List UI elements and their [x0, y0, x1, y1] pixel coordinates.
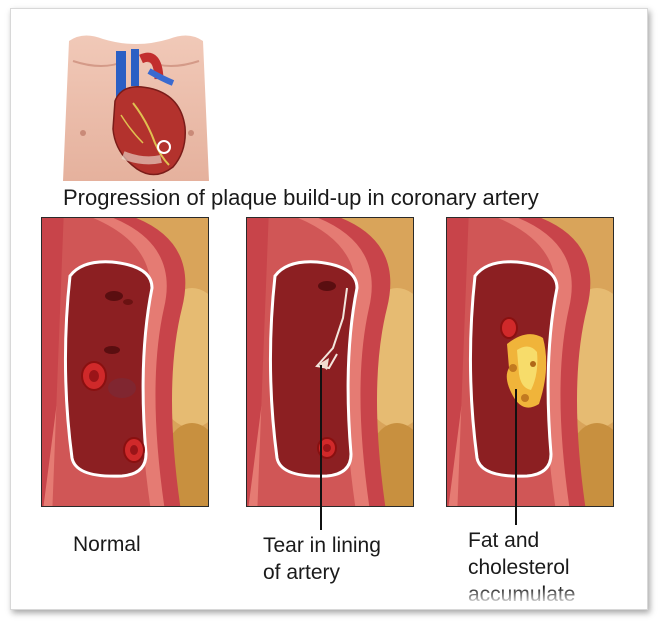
label-plaque-line-2: cholesterol	[468, 554, 575, 581]
panel-plaque	[446, 217, 614, 507]
label-normal: Normal	[73, 531, 141, 558]
label-tear-line-2: of artery	[263, 559, 381, 586]
label-tear-line-1: Tear in lining	[263, 532, 381, 559]
panel-tear	[246, 217, 414, 507]
label-plaque-line-1: Fat and	[468, 527, 575, 554]
tear-pointer-line	[320, 365, 322, 530]
bottom-fade	[11, 587, 647, 609]
plaque-pointer-line	[515, 389, 517, 525]
label-tear: Tear in lining of artery	[263, 532, 381, 586]
heart-illustration	[63, 31, 209, 181]
figure-frame: Progression of plaque build-up in corona…	[10, 8, 648, 610]
panel-normal	[41, 217, 209, 507]
figure-title: Progression of plaque build-up in corona…	[63, 185, 648, 211]
